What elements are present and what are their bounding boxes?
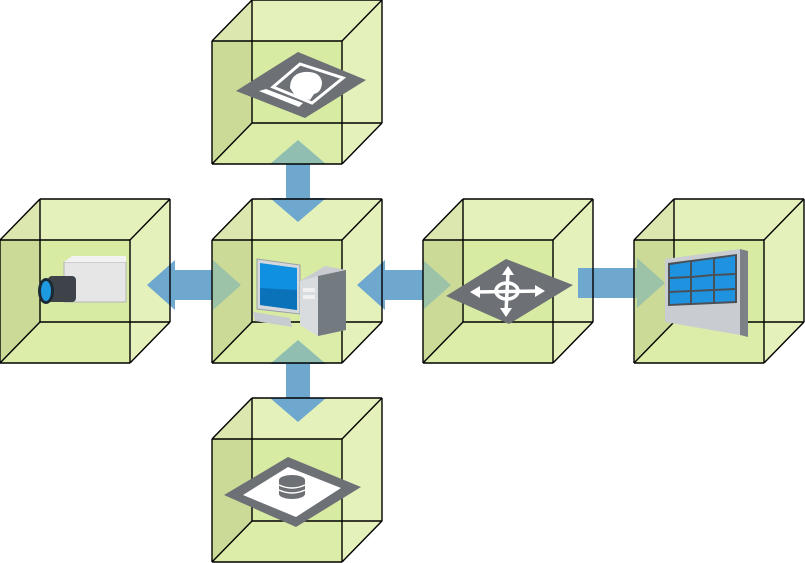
arrow-switch-video-wall (578, 258, 665, 308)
video-wall-icon (665, 249, 748, 337)
arrow-computer-switch (357, 260, 451, 310)
desktop-computer-icon (253, 258, 346, 336)
face-recognition-icon (236, 52, 366, 118)
cube-top-face (212, 0, 382, 41)
arrow-computer-storage (270, 340, 326, 422)
cube-top-face (0, 199, 170, 240)
arrow-computer-face-recognition (270, 140, 326, 222)
cube-bottom-face (423, 322, 593, 363)
cube-bottom-face (634, 322, 804, 363)
cube-top-face (423, 199, 593, 240)
cube-bottom-face (212, 521, 382, 562)
cube-top-face (634, 199, 804, 240)
storage-database-icon (224, 457, 361, 527)
cube-camera (0, 199, 170, 363)
network-switch-icon (446, 259, 573, 324)
cube-bottom-face (0, 322, 170, 363)
ip-camera-icon (38, 256, 127, 304)
cube-edges-storage (211, 397, 383, 563)
